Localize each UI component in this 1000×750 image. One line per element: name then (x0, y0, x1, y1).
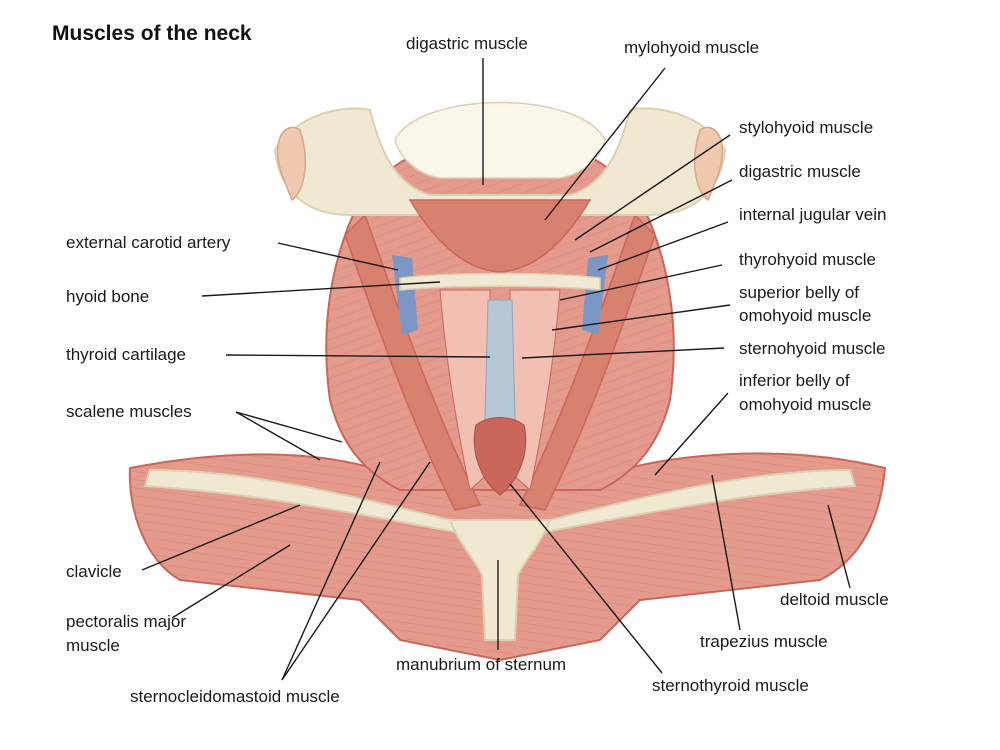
label-thyrohyoid: thyrohyoid muscle (739, 250, 877, 269)
label-scalene: scalene muscles (66, 402, 192, 421)
mylohyoid-region (408, 199, 592, 273)
label-internal-jugular: internal jugular vein (739, 205, 887, 224)
label-sternocleidomastoid: sternocleidomastoid muscle (130, 687, 340, 706)
leader-lines (141, 58, 851, 681)
hyoid (399, 272, 601, 291)
lower-teeth (394, 101, 606, 179)
label-sternohyoid: sternohyoid muscle (739, 339, 886, 358)
label-superior-omohyoid-line1: superior belly of (739, 283, 860, 302)
label-pectoralis-line1: pectoralis major (66, 612, 186, 631)
label-external-carotid: external carotid artery (66, 233, 231, 252)
label-manubrium: manubrium of sternum (396, 655, 567, 674)
manubrium (448, 519, 552, 641)
label-sternothyroid: sternothyroid muscle (652, 676, 809, 695)
right-jugular-vein (582, 255, 608, 335)
thyroid-gland (473, 417, 527, 496)
page-title: Muscles of the neck (52, 22, 252, 45)
label-digastric-right: digastric muscle (739, 162, 861, 181)
label-inferior-omohyoid-line2: omohyoid muscle (739, 395, 872, 414)
label-stylohyoid: stylohyoid muscle (739, 118, 874, 137)
thyroid-cartilage (484, 299, 516, 421)
label-pectoralis-line2: muscle (66, 636, 120, 655)
left-jugular-vein (392, 255, 418, 335)
ears-left (276, 126, 307, 202)
label-digastric-top: digastric muscle (406, 34, 528, 53)
label-clavicle: clavicle (66, 562, 122, 581)
label-trapezius: trapezius muscle (700, 632, 828, 651)
right-sternocleidomastoid (518, 213, 656, 511)
label-hyoid-bone: hyoid bone (66, 287, 150, 306)
label-mylohyoid: mylohyoid muscle (624, 38, 760, 57)
label-deltoid: deltoid muscle (780, 590, 889, 609)
mandible (273, 107, 727, 216)
label-superior-omohyoid-line2: omohyoid muscle (739, 306, 872, 325)
left-sternocleidomastoid (344, 213, 482, 511)
label-inferior-omohyoid-line1: inferior belly of (739, 371, 850, 390)
label-thyroid-cartilage: thyroid cartilage (66, 345, 187, 364)
